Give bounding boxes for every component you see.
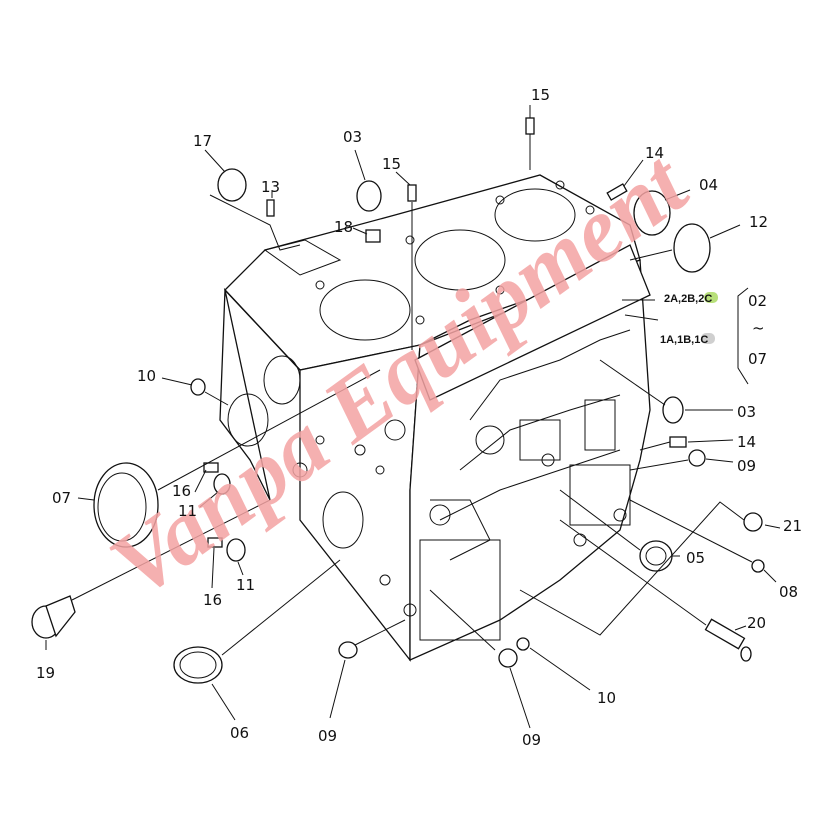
- label-10-left: 10: [137, 367, 156, 385]
- part-04-plug: [633, 190, 671, 236]
- part-20-sensor: [704, 618, 752, 662]
- label-04: 04: [699, 176, 718, 194]
- label-20: 20: [747, 614, 766, 632]
- label-15-mid: 15: [382, 155, 401, 173]
- part-09-plug-c: [688, 449, 706, 467]
- part-13-pin: [266, 199, 275, 217]
- label-11-b: 11: [236, 576, 255, 594]
- variant-range-start: 02: [748, 292, 767, 310]
- part-03-plug-top: [356, 180, 382, 212]
- variant-range-end: 07: [748, 350, 767, 368]
- part-05-seal: [639, 540, 673, 572]
- leader-lines: [45, 105, 781, 729]
- variant-codes: 2A,2B,2C 1A,1B,1C 02 ~ 07: [660, 292, 767, 368]
- label-05: 05: [686, 549, 705, 567]
- part-10-plug-left: [190, 378, 206, 396]
- label-19: 19: [36, 664, 55, 682]
- variant-top-line: 2A,2B,2C: [664, 293, 712, 305]
- label-21: 21: [783, 517, 802, 535]
- callout-labels: 17 13 03 15 18 15 14 04 12 10 07 16 11 1…: [36, 86, 802, 749]
- part-03-plug-right: [662, 396, 684, 424]
- part-14-pin-top: [606, 183, 628, 201]
- part-17-plug: [217, 168, 247, 202]
- part-16-pin-b: [207, 537, 223, 548]
- part-08-plug: [751, 559, 765, 573]
- label-17: 17: [193, 132, 212, 150]
- part-14-pin-right: [669, 436, 687, 448]
- part-09-plug-a: [338, 641, 358, 659]
- part-15-pin-top: [525, 117, 535, 135]
- label-06: 06: [230, 724, 249, 742]
- label-15-top: 15: [531, 86, 550, 104]
- part-19-plug: [31, 595, 76, 639]
- part-21-plug: [743, 512, 763, 532]
- part-16-pin-a: [203, 462, 219, 473]
- label-14-top: 14: [645, 144, 664, 162]
- variant-range-sep: ~: [752, 319, 765, 337]
- label-18: 18: [334, 218, 353, 236]
- part-15-pin-mid: [407, 184, 417, 202]
- label-10-bottom: 10: [597, 689, 616, 707]
- label-03-right: 03: [737, 403, 756, 421]
- label-16-b: 16: [203, 591, 222, 609]
- part-07-bushing: [93, 462, 159, 548]
- label-11-a: 11: [178, 502, 197, 520]
- part-12-plug: [673, 223, 711, 273]
- label-09-b: 09: [522, 731, 541, 749]
- label-16-a: 16: [172, 482, 191, 500]
- highlight-1c: [701, 333, 715, 344]
- highlight-2c: [704, 292, 718, 303]
- label-13: 13: [261, 178, 280, 196]
- part-10-plug-bottom: [516, 637, 530, 651]
- variant-bracket: [737, 287, 749, 385]
- label-12: 12: [749, 213, 768, 231]
- label-07: 07: [52, 489, 71, 507]
- label-09-c: 09: [737, 457, 756, 475]
- part-11-seal-b: [226, 538, 246, 562]
- part-11-seal-a: [213, 473, 231, 495]
- part-09-plug-b: [498, 648, 518, 668]
- variant-bottom-line: 1A,1B,1C: [660, 334, 708, 346]
- engine-block: [219, 174, 651, 662]
- label-03-top: 03: [343, 128, 362, 146]
- part-06-bearing: [173, 646, 223, 684]
- label-09-a: 09: [318, 727, 337, 745]
- label-08: 08: [779, 583, 798, 601]
- label-14-right: 14: [737, 433, 756, 451]
- part-18-bolt: [365, 229, 381, 243]
